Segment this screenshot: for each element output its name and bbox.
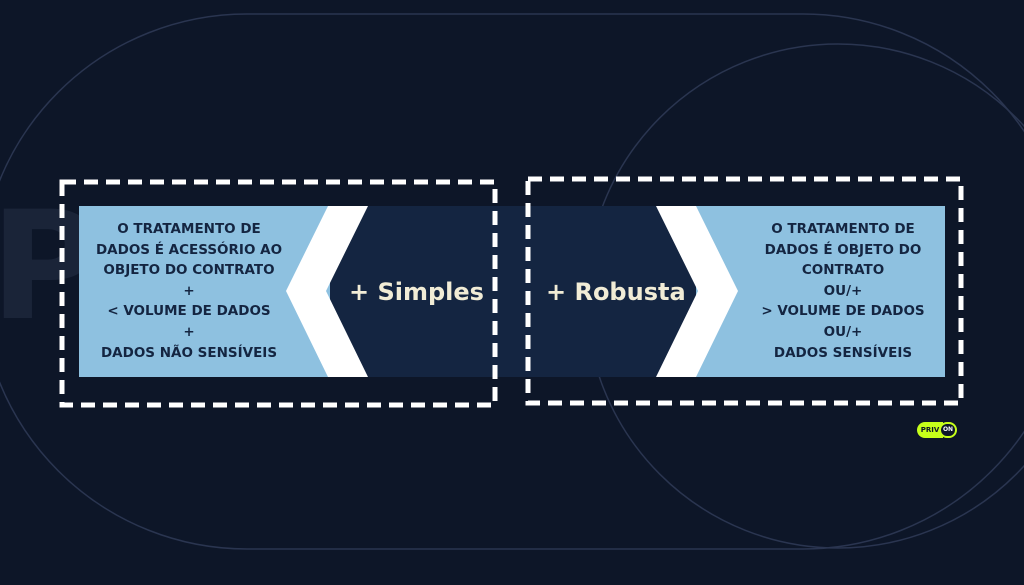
simples-label: + Simples xyxy=(349,278,484,306)
left-line: DADOS É ACESSÓRIO AO xyxy=(95,241,283,258)
right-line: CONTRATO xyxy=(801,262,885,279)
left-line: + xyxy=(183,282,195,299)
left-line: O TRATAMENTO DE xyxy=(117,221,261,237)
left-line: OBJETO DO CONTRATO xyxy=(103,262,275,279)
privon-logo: PRIV ON xyxy=(917,422,957,438)
logo-left-text: PRIV xyxy=(917,422,943,438)
right-description: O TRATAMENTO DE DADOS É OBJETO DO CONTRA… xyxy=(743,219,943,363)
left-line: DADOS NÃO SENSÍVEIS xyxy=(100,344,278,361)
right-line: > VOLUME DE DADOS xyxy=(761,303,925,320)
robusta-label: + Robusta xyxy=(546,278,686,306)
right-line: DADOS SENSÍVEIS xyxy=(773,344,913,361)
left-line: < VOLUME DE DADOS xyxy=(107,303,271,320)
stadium-outline xyxy=(0,13,1024,550)
right-line: OU/+ xyxy=(823,323,863,340)
right-line: OU/+ xyxy=(823,282,863,299)
left-line: + xyxy=(183,323,195,340)
right-chevron-shape xyxy=(656,206,738,377)
right-dashed-frame xyxy=(525,176,964,406)
right-line: O TRATAMENTO DE xyxy=(771,221,915,237)
left-chevron-shape xyxy=(286,206,368,377)
right-line: DADOS É OBJETO DO xyxy=(764,241,922,258)
center-navy-band xyxy=(330,206,696,377)
left-dashed-frame xyxy=(59,179,498,408)
left-description: O TRATAMENTO DE DADOS É ACESSÓRIO AO OBJ… xyxy=(84,219,294,363)
logo-right-text: ON xyxy=(939,422,957,438)
